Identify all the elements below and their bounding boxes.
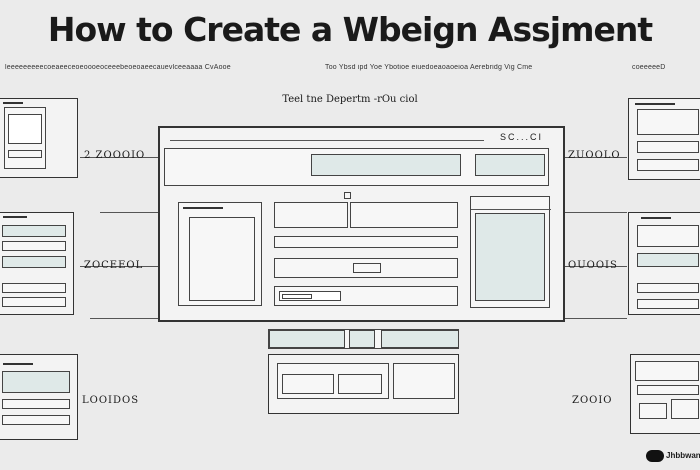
thumbnail-window-left-mid[interactable] (0, 212, 74, 315)
subtitle-left: leeeeeeeeecoeaeeceoeoooeoceeebeoeoaeecau… (5, 64, 231, 71)
brand-logo-icon (646, 450, 664, 462)
label-right-top: ZUOOLO (568, 150, 621, 161)
detail-divider (471, 209, 551, 210)
label-right-bottom: ZOOIO (572, 395, 613, 406)
main-window[interactable]: SC...CI (158, 126, 565, 322)
lower-field[interactable] (338, 374, 382, 394)
thumbnail-row (637, 253, 699, 267)
thumbnail-bar (3, 216, 27, 218)
thumbnail-bar (635, 103, 675, 105)
main-window-title: SC...CI (500, 132, 544, 142)
subtitle-far-right: coeeeeeD (632, 64, 666, 71)
lower-side-field[interactable] (393, 363, 455, 399)
form-field[interactable] (274, 236, 458, 248)
page-title: How to Create a Wbeign Assjment (47, 10, 653, 49)
thumbnail-window-left-top[interactable] (0, 98, 78, 178)
thumbnail-row (2, 225, 66, 237)
connector-line (90, 318, 158, 319)
detail-panel (470, 196, 551, 308)
thumbnail-bar (641, 217, 671, 219)
thumbnail-bar (3, 102, 23, 104)
thumbnail-row (637, 141, 699, 153)
connector-line (565, 212, 627, 213)
thumbnail-row (637, 109, 699, 135)
form-field[interactable] (350, 202, 458, 228)
connector-line (565, 157, 627, 158)
thumbnail-window-left-bottom[interactable] (0, 354, 78, 440)
side-panel (178, 202, 262, 306)
thumbnail-row (637, 159, 699, 171)
form-field[interactable] (274, 258, 458, 278)
search-field[interactable] (311, 154, 461, 176)
thumbnail-window-right-bottom[interactable] (630, 354, 700, 434)
thumbnail-inner (8, 150, 42, 158)
thumbnail-row (2, 399, 70, 409)
thumbnail-bar (3, 363, 33, 365)
brand-logo-text: Jhbbwanbl (666, 451, 700, 460)
thumbnail-row (2, 256, 66, 268)
lower-window[interactable] (268, 354, 459, 414)
toolbar-panel (164, 148, 549, 186)
small-handle[interactable] (344, 192, 351, 199)
tab-one[interactable] (269, 330, 345, 348)
thumbnail-row (639, 403, 667, 419)
inline-input[interactable] (353, 263, 381, 273)
tab-two[interactable] (349, 330, 375, 348)
form-field[interactable] (274, 286, 458, 306)
thumbnail-row (2, 283, 66, 293)
thumbnail-window-right-mid[interactable] (628, 212, 700, 315)
inline-input-inner (282, 294, 312, 299)
thumbnail-inner (8, 114, 42, 144)
connector-line (80, 266, 158, 267)
thumbnail-row (637, 283, 699, 293)
tab-three[interactable] (381, 330, 459, 348)
detail-content (475, 213, 545, 301)
connector-line (565, 266, 627, 267)
connector-line (80, 157, 158, 158)
toolbar-button[interactable] (475, 154, 545, 176)
thumbnail-row (637, 299, 699, 309)
connector-line (100, 212, 158, 213)
lower-tab-bar (268, 329, 459, 349)
label-right-mid: OUOOIS (568, 260, 618, 271)
lower-panel (277, 363, 389, 399)
panel-header-bar (183, 207, 223, 209)
thumbnail-row (2, 371, 70, 393)
inline-input[interactable] (279, 291, 341, 301)
thumbnail-row (635, 361, 699, 381)
side-panel-content (189, 217, 255, 301)
thumbnail-row (2, 415, 70, 425)
thumbnail-row (2, 241, 66, 251)
thumbnail-row (637, 385, 699, 395)
thumbnail-panel (4, 107, 46, 169)
label-left-top: 2 ZOOOIO (84, 150, 146, 161)
subtitle-right: Too Ybsd ipd Yoe Ybotioe eiuedoeaoaoeioa… (325, 64, 533, 71)
thumbnail-row (637, 225, 699, 247)
thumbnail-window-right-top[interactable] (628, 98, 700, 180)
lower-field[interactable] (282, 374, 334, 394)
title-divider (170, 140, 484, 141)
diagram-caption: Teel tne Depertm -rOu ciol (282, 94, 418, 105)
connector-line (565, 318, 627, 319)
label-left-bottom: LOOIDOS (82, 395, 140, 406)
label-left-mid: ZOCEEOL (84, 260, 144, 271)
thumbnail-row (671, 399, 699, 419)
thumbnail-row (2, 297, 66, 307)
form-field[interactable] (274, 202, 348, 228)
